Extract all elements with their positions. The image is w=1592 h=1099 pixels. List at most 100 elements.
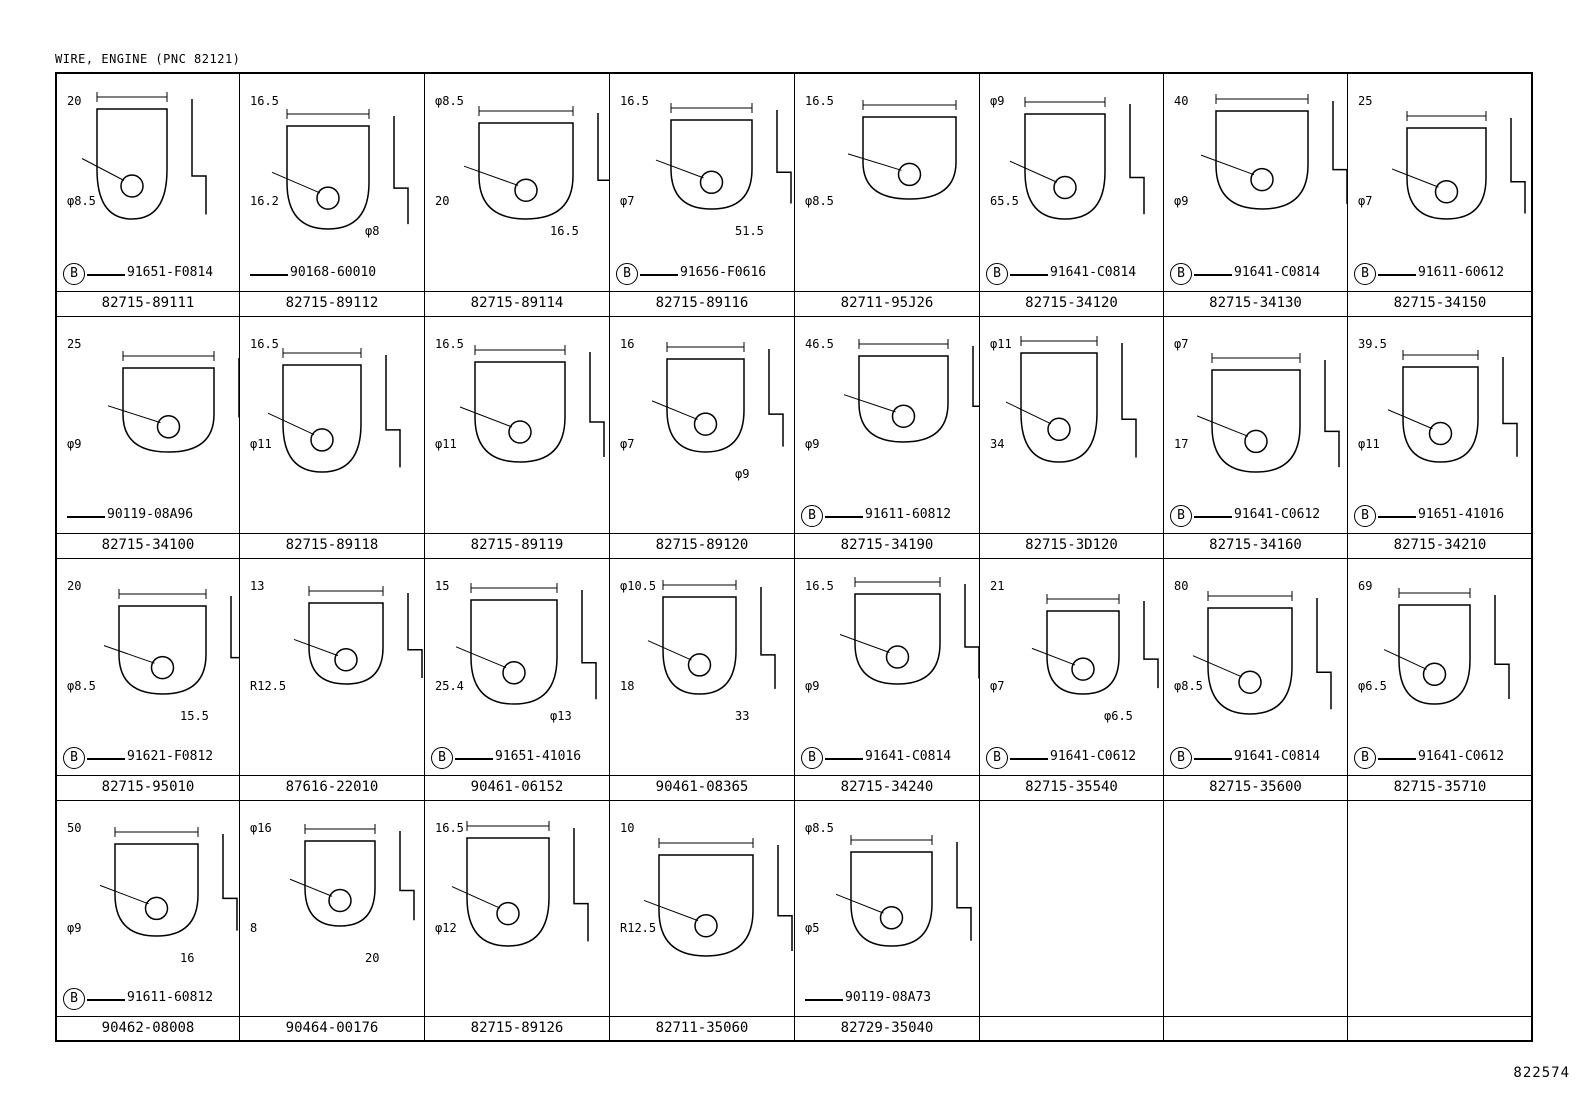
- leader-line: [1391, 168, 1439, 188]
- leader-line: [459, 406, 513, 428]
- dimension-line: [858, 339, 949, 349]
- part-number[interactable]: 82715-89119: [470, 537, 564, 553]
- empty-drawing: [1164, 801, 1348, 1018]
- dimension-line: [286, 109, 370, 119]
- part-number[interactable]: 82715-89112: [285, 295, 379, 311]
- dimension-label: 15: [435, 579, 450, 593]
- part-number[interactable]: 82715-89114: [470, 295, 564, 311]
- bracket-side-view: [597, 113, 609, 181]
- dimension-label: 16.2: [250, 194, 279, 208]
- dimension-line: [96, 92, 168, 102]
- mounting-hole: [687, 653, 712, 677]
- dimension-label: 20: [365, 951, 380, 965]
- dimension-label: 16.5: [250, 94, 279, 108]
- dimension-label: φ9: [805, 437, 820, 451]
- part-number[interactable]: 87616-22010: [285, 779, 379, 795]
- part-label-strip: 82715-34150: [1348, 291, 1532, 316]
- part-number[interactable]: 82715-34190: [840, 537, 934, 553]
- mounting-hole: [1244, 429, 1268, 454]
- circled-b-mark: B: [986, 263, 1008, 285]
- part-number[interactable]: 82715-35540: [1025, 779, 1118, 795]
- callout-part-number: 90119-08A96: [107, 507, 194, 522]
- dimension-label: 16.5: [620, 94, 649, 108]
- bracket-outline: [286, 125, 370, 230]
- mounting-hole: [502, 661, 526, 685]
- part-number[interactable]: 82715-34240: [840, 779, 934, 795]
- part-number[interactable]: 82715-35600: [1209, 779, 1302, 795]
- circled-b-mark: B: [801, 747, 823, 769]
- mounting-hole: [1047, 417, 1071, 442]
- part-number[interactable]: 82715-3D120: [1025, 537, 1118, 553]
- dimension-line: [1211, 353, 1301, 363]
- bracket-side-view: [1316, 598, 1332, 710]
- callout-leader: [87, 999, 125, 1001]
- part-drawing: [267, 348, 401, 473]
- dimension-line: [658, 838, 754, 848]
- part-label-strip: 82715-89126: [425, 1016, 609, 1041]
- part-number[interactable]: 82715-89120: [655, 537, 749, 553]
- part-label-strip: 82715-95010: [57, 775, 239, 800]
- callout-leader: [1194, 274, 1232, 276]
- dimension-label: 8: [250, 921, 258, 935]
- part-number[interactable]: 82715-89118: [285, 537, 379, 553]
- dimension-line: [114, 827, 199, 837]
- part-number[interactable]: 90461-06152: [470, 779, 564, 795]
- bracket-side-view: [393, 116, 409, 225]
- part-number[interactable]: 90464-00176: [285, 1020, 379, 1036]
- part-number[interactable]: 82711-95J26: [840, 295, 934, 311]
- dimension-line: [850, 835, 933, 845]
- dimension-label: φ6.5: [1104, 709, 1133, 723]
- bracket-outline: [670, 119, 753, 210]
- dimension-label: 16: [180, 951, 195, 965]
- part-drawing: [103, 589, 239, 695]
- part-number[interactable]: 90462-08008: [101, 1020, 195, 1036]
- mounting-hole: [1238, 670, 1262, 694]
- part-number[interactable]: 82729-35040: [840, 1020, 934, 1036]
- part-number[interactable]: 82715-89111: [101, 295, 195, 311]
- part-drawing: [1391, 111, 1526, 220]
- dimension-line: [1020, 336, 1098, 346]
- part-label-strip: 82715-34210: [1348, 533, 1532, 558]
- part-drawing: [459, 345, 605, 463]
- part-drawing: [651, 342, 784, 453]
- leader-line: [107, 405, 161, 424]
- dimension-label: φ6.5: [1358, 679, 1387, 693]
- dimension-line: [1215, 94, 1309, 104]
- dimension-label: φ9: [735, 467, 750, 481]
- part-number[interactable]: 82715-34150: [1393, 295, 1487, 311]
- dimension-line: [1207, 591, 1293, 601]
- bracket-outline: [478, 122, 574, 220]
- part-number[interactable]: 82715-89126: [470, 1020, 564, 1036]
- bracket-side-view: [972, 346, 979, 407]
- dimension-line: [470, 583, 558, 593]
- mounting-hole: [150, 655, 175, 680]
- part-drawing: [655, 103, 792, 210]
- part-number[interactable]: 82715-35710: [1393, 779, 1487, 795]
- bracket-side-view: [1494, 595, 1510, 699]
- part-number[interactable]: 82715-34100: [101, 537, 195, 553]
- bracket-outline: [850, 851, 933, 947]
- part-number[interactable]: 82711-35060: [655, 1020, 749, 1036]
- part-number[interactable]: 82715-95010: [101, 779, 195, 795]
- dimension-label: 34: [990, 437, 1005, 451]
- part-number[interactable]: 82715-34120: [1025, 295, 1118, 311]
- part-number[interactable]: 82715-34210: [1393, 537, 1487, 553]
- mounting-hole: [328, 888, 352, 913]
- mounting-hole: [1434, 179, 1459, 204]
- mounting-hole: [699, 170, 724, 195]
- part-number[interactable]: 82715-34160: [1209, 537, 1302, 553]
- part-number[interactable]: 82715-89116: [655, 295, 749, 311]
- part-label-strip: 82715-89116: [610, 291, 794, 316]
- part-number[interactable]: 82715-34130: [1209, 295, 1302, 311]
- leader-line: [1005, 401, 1052, 425]
- callout-leader: [1378, 274, 1416, 276]
- part-number[interactable]: 90461-08365: [655, 779, 749, 795]
- callout-leader: [1010, 758, 1048, 760]
